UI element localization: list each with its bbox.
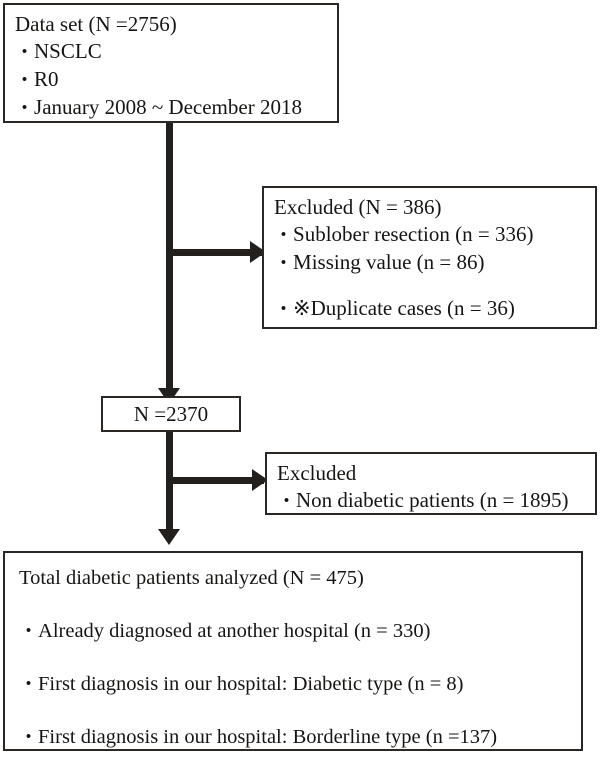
box-excluded-first: Excluded (N = 386) Sublober resection (n… (262, 186, 597, 329)
connector-vertical-dataset-to-remaining (166, 123, 173, 396)
total-analyzed-item-2: First diagnosis in our hospital: Borderl… (19, 724, 567, 751)
arrowhead-down-total (158, 529, 180, 545)
excluded-first-item-2: ※Duplicate cases (n = 36) (274, 295, 585, 323)
excluded-second-item-0: Non diabetic patients (n = 1895) (277, 487, 585, 515)
total-analyzed-item-0: Already diagnosed at another hospital (n… (19, 618, 567, 645)
dataset-item-0: NSCLC (15, 38, 327, 66)
excluded-first-item-1: Missing value (n = 86) (274, 249, 585, 277)
excluded-first-item-0: Sublober resection (n = 336) (274, 221, 585, 249)
dataset-title: Data set (N =2756) (15, 12, 177, 36)
excluded-first-title: Excluded (N = 386) (274, 195, 442, 219)
excluded-second-title: Excluded (277, 461, 357, 485)
box-total-analyzed: Total diabetic patients analyzed (N = 47… (3, 551, 583, 751)
remaining-count-label: N =2370 (133, 401, 209, 426)
total-analyzed-title: Total diabetic patients analyzed (N = 47… (19, 567, 364, 589)
connector-horizontal-to-excluded-first (166, 249, 264, 256)
box-excluded-second: Excluded Non diabetic patients (n = 1895… (265, 452, 597, 515)
box-remaining-count: N =2370 (101, 396, 241, 432)
total-analyzed-item-1: First diagnosis in our hospital: Diabeti… (19, 671, 567, 698)
arrowhead-right-excluded-second (252, 469, 268, 491)
connector-horizontal-to-excluded-second (166, 477, 264, 484)
box-dataset: Data set (N =2756) NSCLC R0 January 2008… (3, 3, 339, 123)
dataset-item-1: R0 (15, 66, 327, 94)
dataset-item-2: January 2008 ~ December 2018 (15, 94, 327, 122)
